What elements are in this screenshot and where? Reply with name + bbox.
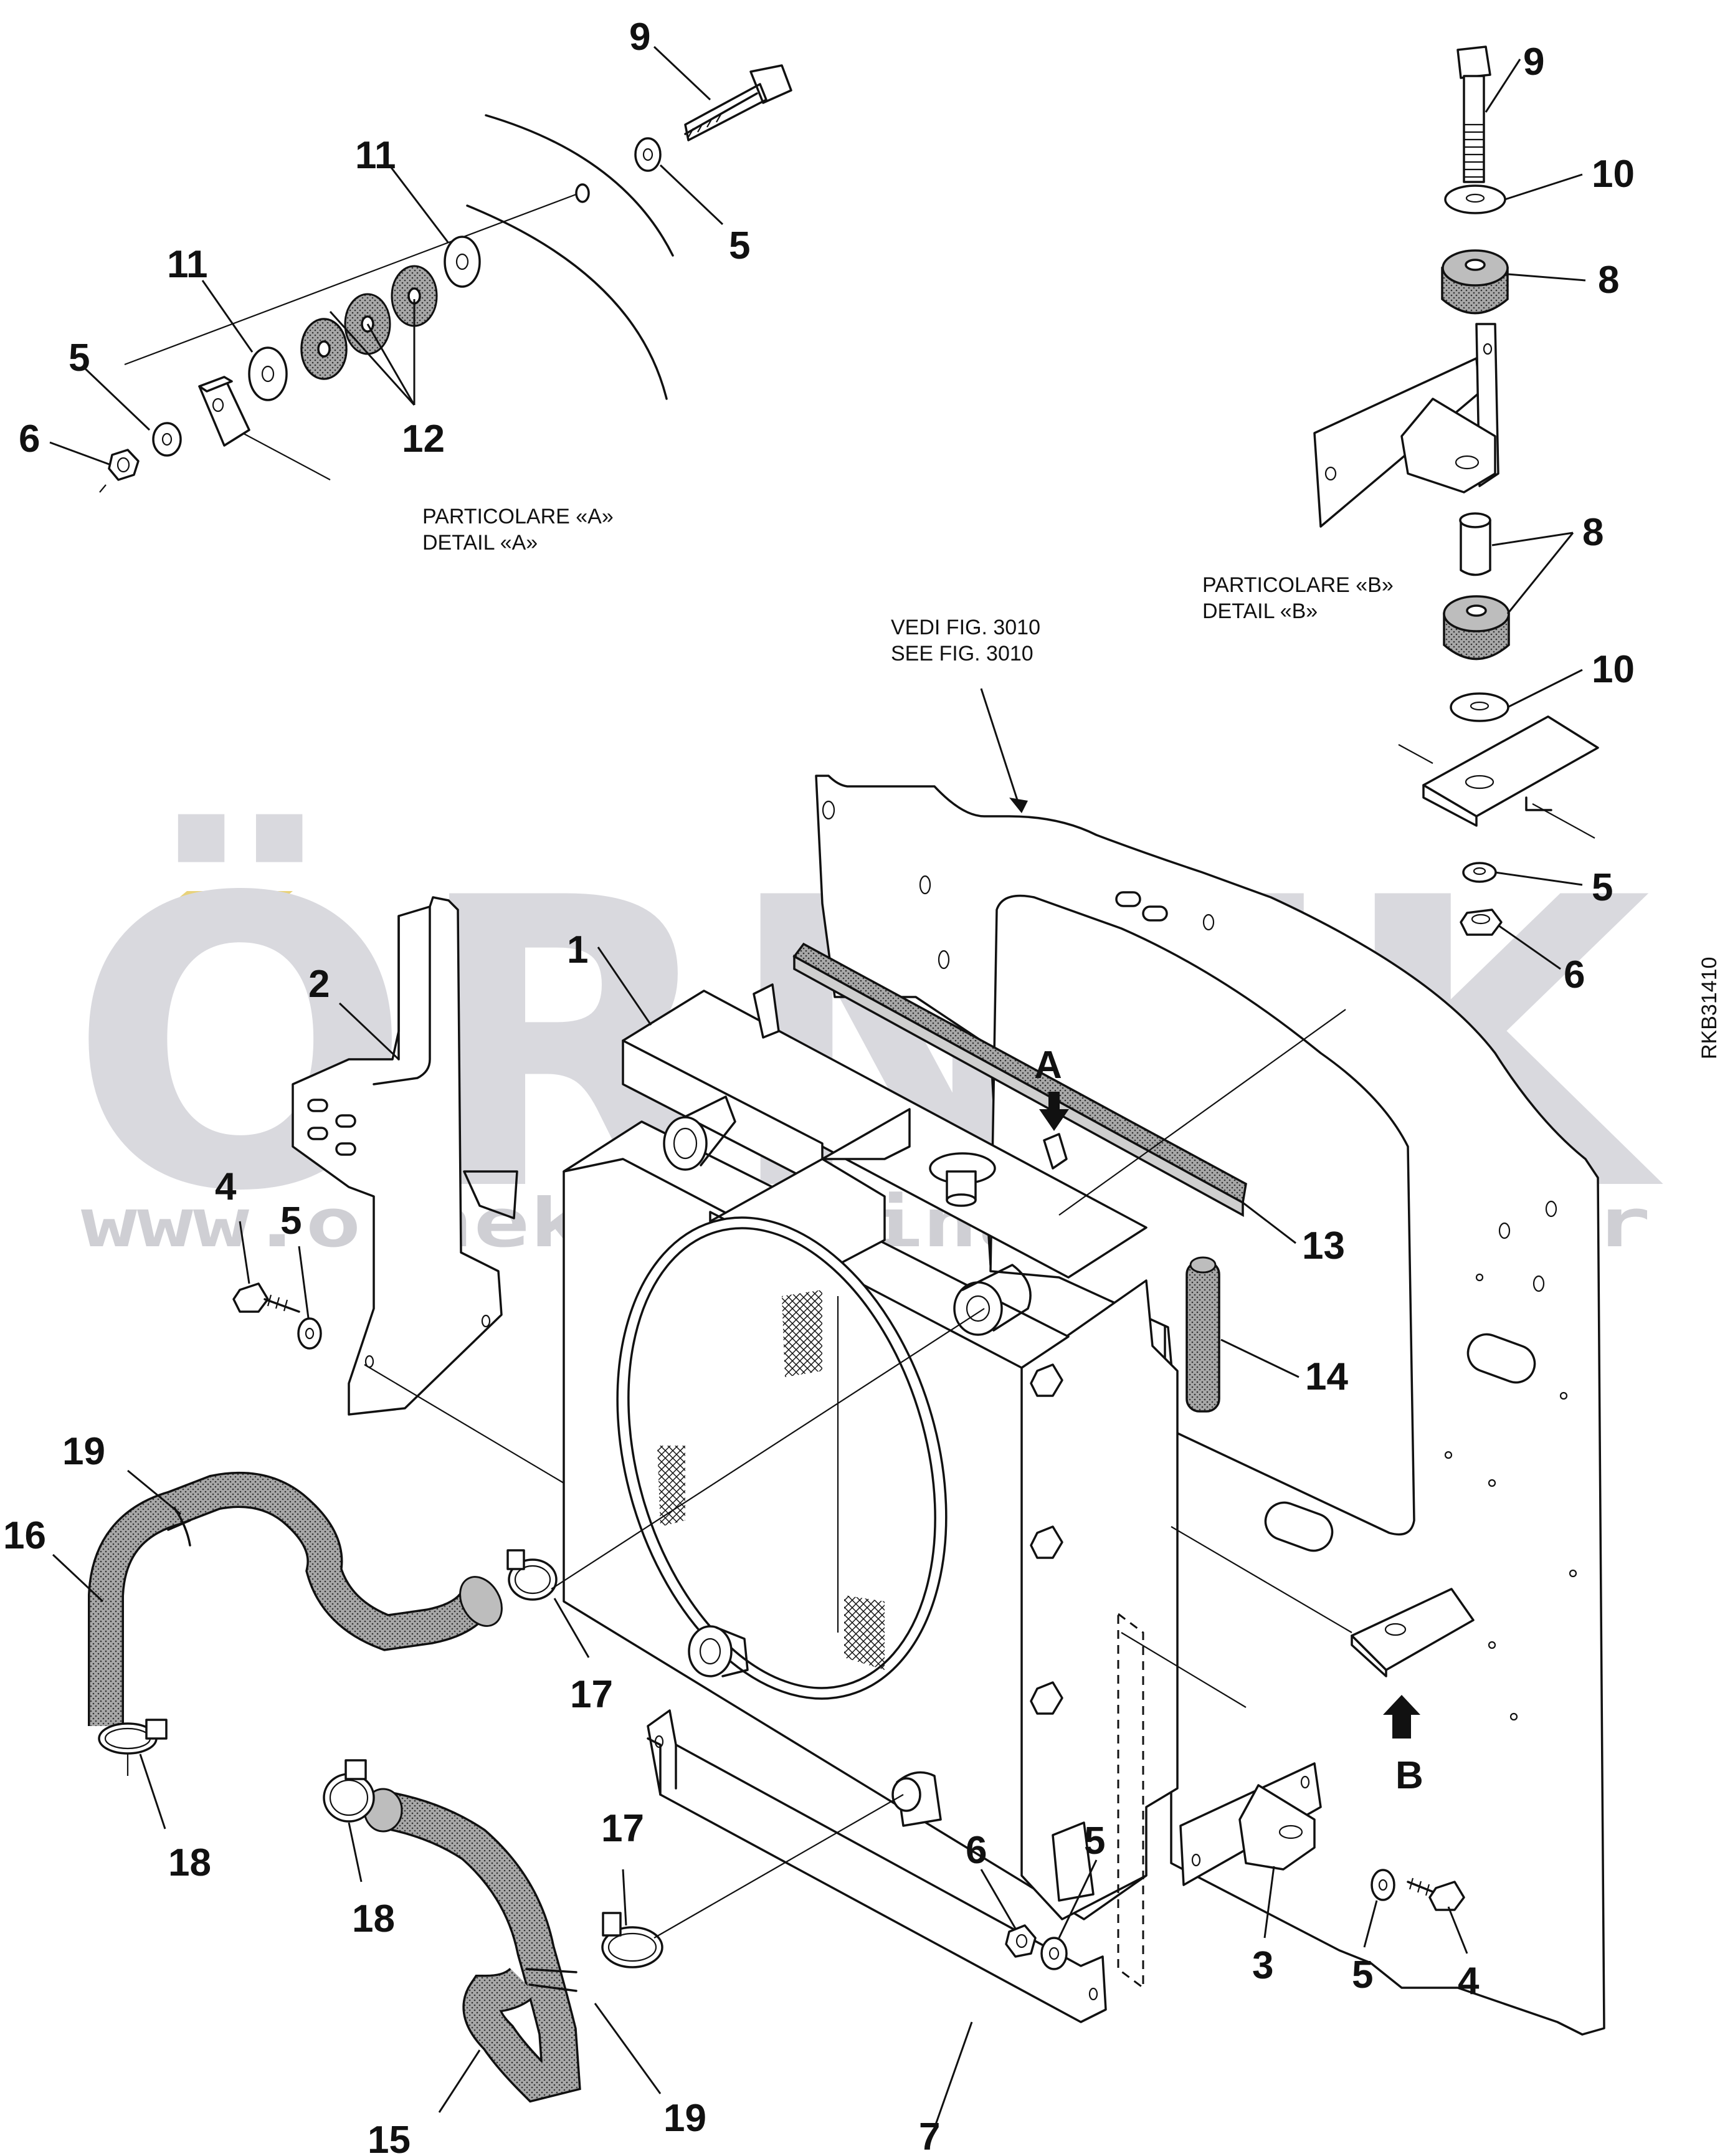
callout-3: 3 — [1252, 1944, 1273, 1987]
callout-9: 9 — [1523, 41, 1544, 83]
nut-icon — [1005, 1924, 1037, 1958]
hose-clamp-icon — [601, 1912, 663, 1968]
watermark-accent-mark — [237, 891, 293, 922]
callout-19: 19 — [663, 2097, 706, 2140]
bottom-bar — [647, 1709, 1107, 2023]
washer-icon — [1040, 1937, 1068, 1970]
callout-5: 5 — [729, 224, 750, 267]
leader-lines — [49, 45, 1586, 2129]
assembly-lines — [126, 1009, 1352, 1939]
bracket-left — [292, 896, 518, 1416]
washer-icon — [152, 422, 182, 457]
detail-a-caption: PARTICOLARE «A» — [422, 505, 614, 528]
bracket-right — [1179, 1762, 1322, 1886]
detail-b-assembly — [1313, 45, 1599, 936]
callout-18: 18 — [168, 1841, 211, 1884]
callout-15: 15 — [368, 2119, 411, 2156]
callout-2: 2 — [308, 963, 330, 1006]
callout-6: 6 — [19, 417, 40, 460]
hose-clamp-icon — [506, 1549, 558, 1601]
callout-9: 9 — [629, 16, 650, 59]
callout-17: 17 — [570, 1673, 613, 1716]
washer-icon — [444, 236, 481, 288]
callout-8: 8 — [1598, 259, 1619, 302]
see-figure-caption: SEE FIG. 3010 — [891, 642, 1033, 665]
washer-icon — [297, 1317, 322, 1350]
rubber-pad-icon — [300, 265, 438, 380]
callout-5: 5 — [69, 336, 90, 379]
washer-icon — [1371, 1869, 1395, 1901]
callout-6: 6 — [966, 1829, 987, 1872]
detail-b-caption: PARTICOLARE «B» — [1202, 573, 1394, 597]
foam-strip — [792, 942, 1247, 1217]
callout-18: 18 — [352, 1897, 395, 1940]
callout-10: 10 — [1592, 648, 1635, 691]
callout-13: 13 — [1302, 1224, 1345, 1267]
callout-12: 12 — [402, 417, 445, 460]
view-marker-b: B — [1383, 1695, 1423, 1797]
radiator-cap-icon — [929, 1152, 996, 1207]
washer-icon — [248, 346, 288, 401]
callout-4: 4 — [215, 1165, 237, 1208]
view-marker-a: A — [1034, 1044, 1069, 1170]
drawing-code: RKB31410 — [1698, 957, 1720, 1059]
lower-hose — [363, 1788, 581, 2103]
see-figure-caption: VEDI FIG. 3010 — [891, 616, 1040, 639]
hose-clamp-icon — [323, 1759, 375, 1823]
hose-clamp-icon — [98, 1719, 168, 1755]
callout-11: 11 — [355, 134, 396, 177]
nut-icon — [108, 449, 140, 481]
callout-14: 14 — [1305, 1355, 1348, 1398]
washer-icon — [634, 137, 662, 172]
callout-10: 10 — [1592, 153, 1635, 196]
callout-4: 4 — [1458, 1960, 1480, 2003]
callout-5: 5 — [1592, 866, 1613, 909]
bolt-icon — [232, 1282, 300, 1313]
bolt-icon — [684, 64, 792, 141]
callout-19: 19 — [62, 1430, 105, 1473]
callout-1: 1 — [567, 928, 588, 971]
callout-17: 17 — [601, 1807, 644, 1850]
callout-6: 6 — [1564, 953, 1585, 996]
view-marker-label: B — [1395, 1754, 1423, 1797]
callout-5: 5 — [280, 1200, 302, 1243]
upper-hose — [88, 1471, 503, 1726]
radiator — [563, 983, 1179, 1990]
callout-5: 5 — [1352, 1953, 1373, 1996]
detail-a-caption: DETAIL «A» — [422, 531, 538, 555]
view-marker-label: A — [1034, 1044, 1062, 1087]
bolt-icon — [1407, 1877, 1465, 1911]
detail-b-caption: DETAIL «B» — [1202, 599, 1318, 623]
callout-7: 7 — [919, 2115, 940, 2156]
watermark-accent-mark — [150, 891, 206, 922]
callout-numbers: 9 5 11 11 5 6 12 9 10 8 8 10 5 6 1 2 13 … — [3, 16, 1635, 2156]
callout-5: 5 — [1084, 1820, 1105, 1863]
callout-8: 8 — [1582, 511, 1604, 554]
seal-strip — [1185, 1256, 1220, 1413]
callout-11: 11 — [167, 243, 208, 286]
callout-16: 16 — [3, 1514, 46, 1557]
